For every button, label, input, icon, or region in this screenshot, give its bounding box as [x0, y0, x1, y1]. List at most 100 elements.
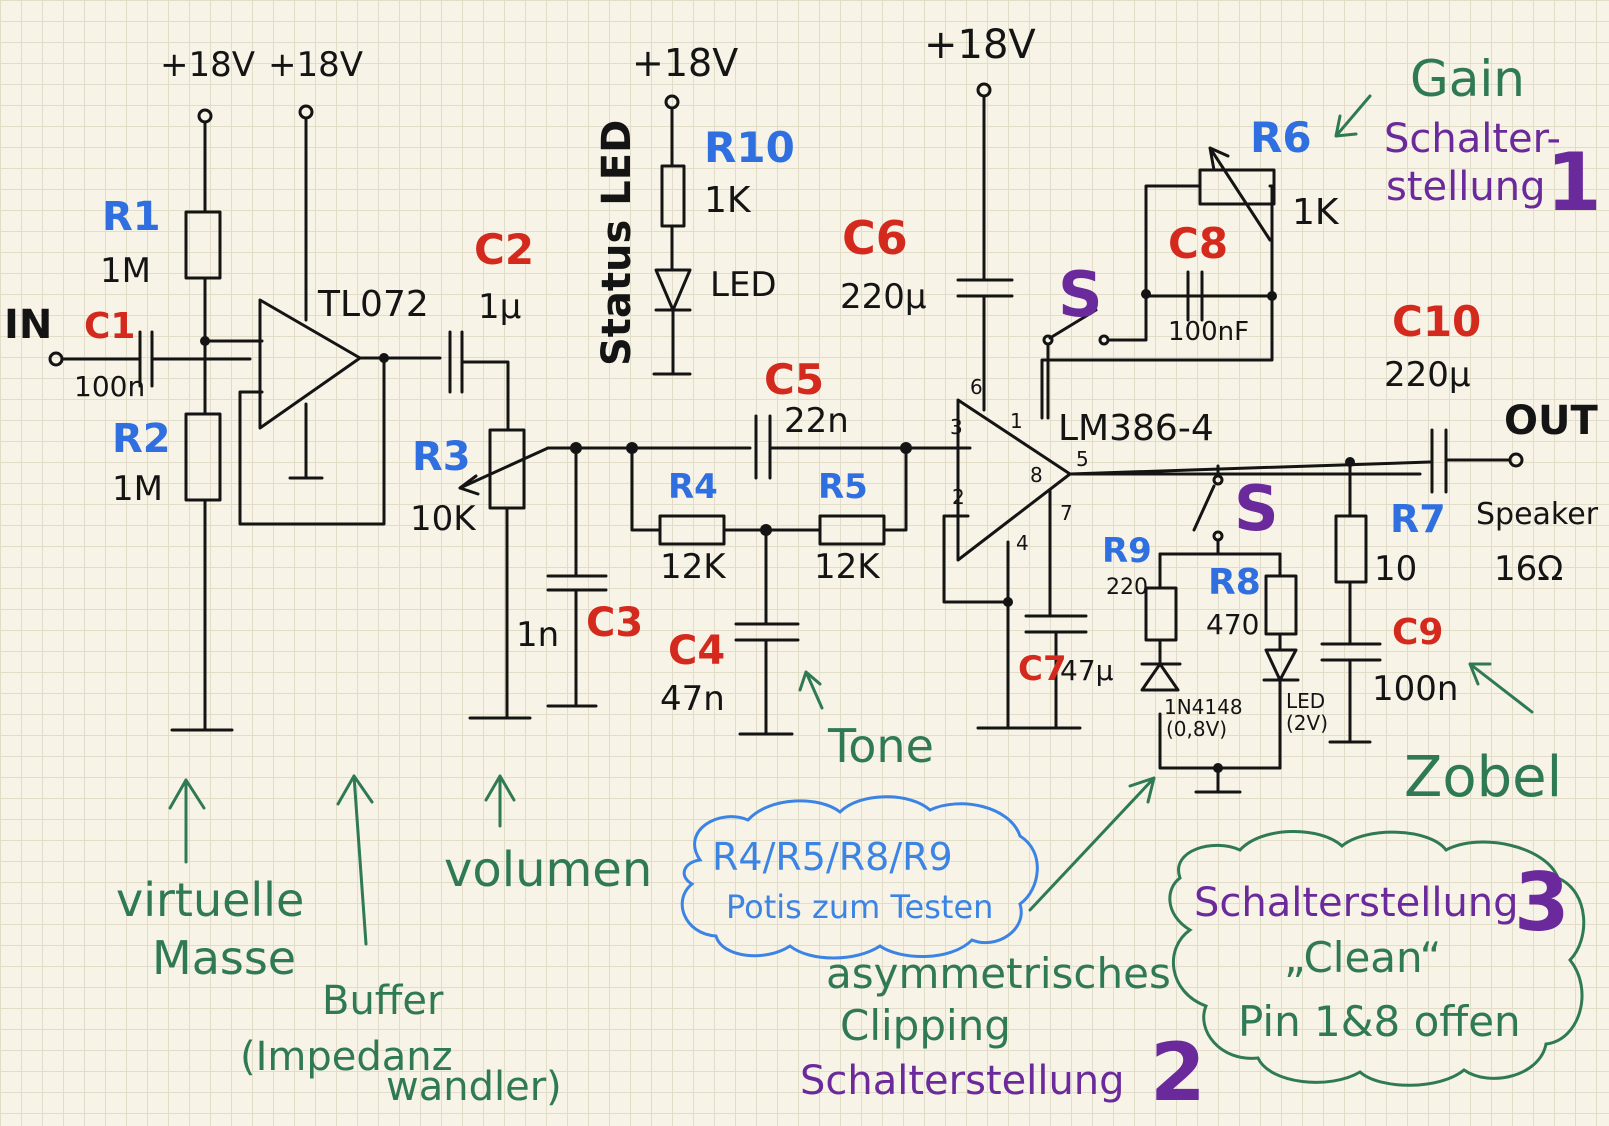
led-2v: [1262, 648, 1300, 682]
supply-labels: +18V +18V +18V +18V: [160, 22, 1036, 85]
clip-ground: [1194, 766, 1242, 794]
tone-note: Tone: [827, 719, 934, 773]
supply-terminal-1: [197, 108, 213, 124]
c5-symbol: [754, 414, 952, 480]
r1-value: 1M: [100, 251, 151, 291]
pots-note-1: R4/R5/R8/R9: [712, 835, 953, 879]
supply-label-3: +18V: [632, 41, 738, 85]
r10-name: R10: [704, 123, 795, 172]
diode-1n4148: [1140, 662, 1182, 692]
r7-symbol: [1334, 514, 1368, 584]
c8-symbol: [1144, 270, 1274, 322]
c9-value: 100n: [1372, 669, 1458, 709]
r3-name: R3: [412, 434, 471, 480]
pin-2: 2: [952, 485, 965, 509]
r6-arrow: [1208, 146, 1272, 242]
lm386-pin2: [942, 514, 1042, 730]
c3-symbol: [546, 446, 608, 708]
switch-s2-label: S: [1234, 472, 1279, 545]
r3-wiper: [458, 446, 550, 720]
tone-arrow: [798, 670, 824, 710]
capacitor-labels: C1 100n C2 1µ C3 1n C4 47n C5 22n C6 220…: [74, 211, 1481, 719]
c1-name: C1: [84, 306, 135, 347]
output-terminal: [1508, 452, 1524, 468]
switch-s1-label: S: [1058, 258, 1103, 331]
r9-name: R9: [1102, 531, 1152, 571]
supply-label-2: +18V: [268, 45, 363, 85]
r10-value: 1K: [704, 180, 752, 221]
c9-name: C9: [1392, 612, 1443, 653]
gain-arrow: [1334, 94, 1372, 138]
gain-note: Gain: [1410, 50, 1525, 108]
pin-7: 7: [1060, 501, 1073, 525]
r1-symbol: [184, 210, 222, 280]
lm386-label: LM386-4: [1058, 408, 1214, 449]
c10-name: C10: [1392, 297, 1481, 346]
c2-symbol: [448, 330, 510, 432]
resistor-labels: R1 1M R2 1M R3 10K R4 12K R5 12K R6 1K R…: [100, 113, 1446, 641]
asym-note-1: asymmetrisches: [826, 949, 1171, 998]
zobel-wire: [1320, 460, 1382, 744]
c2-value: 1µ: [478, 287, 521, 327]
led2-voltage: (2V): [1286, 711, 1328, 735]
r2-symbol: [184, 412, 222, 502]
sw1-note: Schalter-: [1384, 116, 1561, 162]
buffer-arrow: [336, 774, 374, 946]
part-labels: Status LED LED 1N4148 (0,8V) LED (2V) Sp…: [594, 120, 1599, 741]
c1-symbol: [60, 330, 252, 388]
volume-arrow: [484, 774, 516, 828]
supply-terminal-2: [298, 104, 314, 120]
c8-name: C8: [1168, 219, 1228, 268]
r5-value: 12K: [814, 547, 881, 587]
buffer-note-2: (Impedanz: [240, 1034, 453, 1080]
zobel-arrow: [1468, 662, 1534, 714]
clipping-arrow: [1028, 776, 1156, 912]
r6-value: 1K: [1292, 192, 1340, 233]
sw1-number: 1: [1546, 136, 1602, 229]
r6-symbol: [1198, 168, 1276, 206]
r3-arrow: [458, 474, 480, 496]
clean-note: „Clean“: [1284, 933, 1441, 982]
c4-value: 47n: [660, 679, 725, 719]
clean-cloud: [1168, 830, 1586, 1087]
junction: [379, 353, 389, 363]
pin-numbers: 3 2 6 1 8 5 7 4: [950, 375, 1089, 555]
r4-value: 12K: [660, 547, 727, 587]
c1-value: 100n: [74, 370, 145, 403]
virtual-ground-note-2: Masse: [152, 931, 296, 985]
c6-symbol: [956, 94, 1014, 412]
status-led-branch: [652, 106, 692, 376]
r2-name: R2: [112, 416, 171, 462]
output-label: OUT: [1504, 398, 1598, 444]
c4-symbol: [734, 528, 800, 736]
supply-label-4: +18V: [924, 22, 1036, 68]
buffer-feedback: [203, 339, 442, 526]
r8-value: 470: [1206, 608, 1259, 641]
pin-3: 3: [950, 415, 963, 439]
pin-4: 4: [1016, 531, 1029, 555]
pin-1: 1: [1010, 409, 1023, 433]
r3-symbol: [488, 428, 526, 510]
r5-symbol: [818, 514, 886, 546]
speaker-impedance: 16Ω: [1494, 549, 1563, 589]
virtual-ground-note-1: virtuelle: [116, 873, 304, 927]
supply-terminal-4: [976, 82, 992, 98]
diode-label: 1N4148: [1164, 695, 1243, 719]
r7-name: R7: [1390, 497, 1446, 541]
buffer-note-1: Buffer: [322, 978, 444, 1024]
input-terminal: [48, 351, 64, 367]
r9-value: 220: [1106, 575, 1148, 600]
c8-value: 100nF: [1168, 317, 1249, 347]
sw2-note: Schalterstellung: [800, 1058, 1125, 1104]
led2-label: LED: [1286, 689, 1325, 713]
sw3-note: Schalterstellung: [1194, 880, 1519, 926]
sw2-number: 2: [1150, 1026, 1206, 1119]
r3-value: 10K: [410, 499, 477, 539]
annotations: Gain Schalter- stellung 1 Zobel Tone vir…: [116, 50, 1602, 1119]
pin8-wire: [1040, 294, 1274, 420]
pins-open-note: Pin 1&8 offen: [1238, 997, 1521, 1046]
lm386-symbol: [956, 398, 1072, 562]
r7-value: 10: [1374, 549, 1417, 589]
